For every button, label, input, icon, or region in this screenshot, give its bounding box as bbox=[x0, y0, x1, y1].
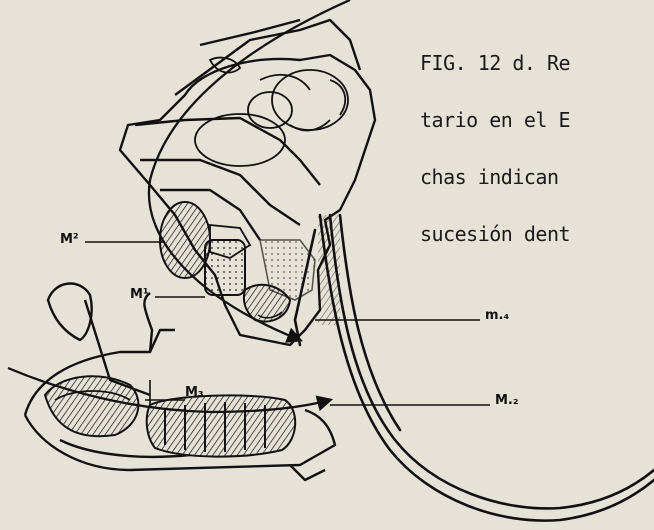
label-lower-m2: M.₂ bbox=[495, 393, 519, 408]
upper-molar-m1 bbox=[205, 240, 245, 295]
upper-molar-m2 bbox=[160, 202, 210, 278]
label-deciduous-m4: m.₄ bbox=[485, 308, 509, 323]
tusk-sheath bbox=[318, 215, 340, 325]
caption-line-4: sucesión dent bbox=[420, 225, 654, 244]
label-upper-m1: M¹ bbox=[130, 287, 149, 302]
label-upper-m2: M² bbox=[60, 232, 79, 247]
label-lower-m3: M₃ bbox=[185, 385, 204, 400]
figure-caption: FIG. 12 d. Re tario en el E chas indican… bbox=[420, 16, 654, 263]
lower-molar-m3 bbox=[45, 376, 138, 436]
lower-molar-m2 bbox=[147, 395, 295, 456]
caption-line-2: tario en el E bbox=[420, 111, 654, 130]
caption-line-3: chas indican bbox=[420, 168, 654, 187]
caption-line-1: FIG. 12 d. Re bbox=[420, 54, 654, 73]
